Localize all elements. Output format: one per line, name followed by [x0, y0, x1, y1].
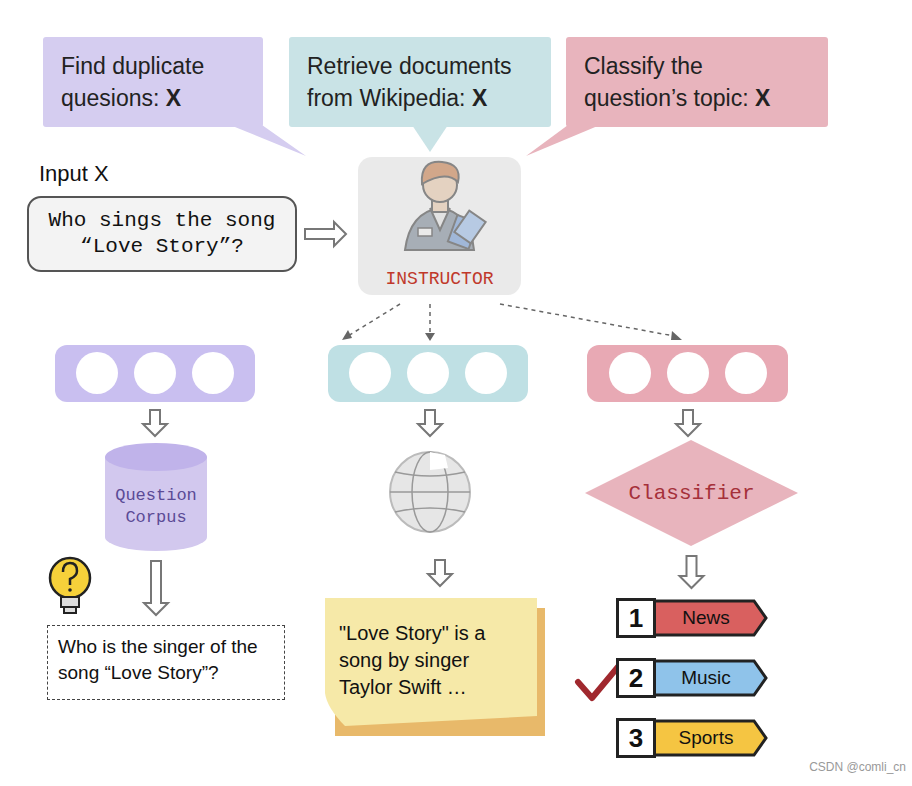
classifier-label: Classifier [628, 482, 754, 505]
instruction-text: Classify the question’s topic: [584, 53, 749, 111]
watermark: CSDN @comli_cn [809, 760, 906, 774]
retrieved-question: Who is the singer of the song “Love Stor… [58, 634, 274, 685]
callout-number: 2 [616, 658, 656, 698]
model-name: INSTRUCTOR [358, 269, 521, 289]
check-mark [578, 662, 622, 698]
cylinder-node: Question Corpus [105, 443, 207, 551]
embedding-bar [55, 345, 788, 402]
callout-number: 1 [616, 598, 656, 638]
bubble-tail [230, 125, 306, 156]
topic-label: Sports [656, 718, 756, 758]
instructor-node: INSTRUCTOR [358, 157, 521, 295]
input-variable: X [166, 85, 181, 111]
cylinder-body [105, 457, 207, 551]
wikipedia-globe [390, 452, 470, 532]
bubble-tail [526, 125, 600, 156]
lightbulb-icon [50, 558, 90, 613]
dashed-arrow [348, 304, 674, 336]
bubble-tail [412, 125, 448, 152]
bubble-text: Retrieve documents from Wikipedia: X [307, 50, 533, 114]
tag-node: 3Sports [616, 718, 768, 758]
bubble-text: Classify the question’s topic: X [584, 50, 810, 114]
flow-arrow [680, 556, 704, 588]
sticky-node: "Love Story" is a song by singer Taylor … [325, 598, 537, 726]
dashed-node: Who is the singer of the song “Love Stor… [47, 625, 285, 700]
input-node: Input XWho sings the song “Love Story”? [27, 196, 297, 272]
bubble-node: Retrieve documents from Wikipedia: X [289, 37, 551, 127]
callout-number: 3 [616, 718, 656, 758]
document-snippet: "Love Story" is a song by singer Taylor … [339, 620, 523, 701]
input-question: Who sings the song “Love Story”? [39, 208, 285, 261]
flow-arrow [305, 222, 346, 246]
diamond-node: Classifier [585, 440, 798, 546]
note-paper [325, 598, 537, 726]
bubble-text: Find duplicate quesions: X [61, 50, 245, 114]
flow-arrow [144, 561, 168, 615]
diamond-shape [585, 440, 798, 546]
tag-node: 2Music [616, 658, 768, 698]
cylinder-top [105, 443, 207, 471]
bubble-node: Classify the question’s topic: X [566, 37, 828, 127]
bubble-node: Find duplicate quesions: X [43, 37, 263, 127]
topic-label: News [656, 598, 756, 638]
tag-node: 1News [616, 598, 768, 638]
input-heading: Input X [39, 160, 109, 188]
input-variable: X [755, 85, 770, 111]
input-variable: X [472, 85, 487, 111]
corpus-label: Question Corpus [107, 485, 205, 529]
instruction-text: Find duplicate quesions: [61, 53, 204, 111]
topic-label: Music [656, 658, 756, 698]
